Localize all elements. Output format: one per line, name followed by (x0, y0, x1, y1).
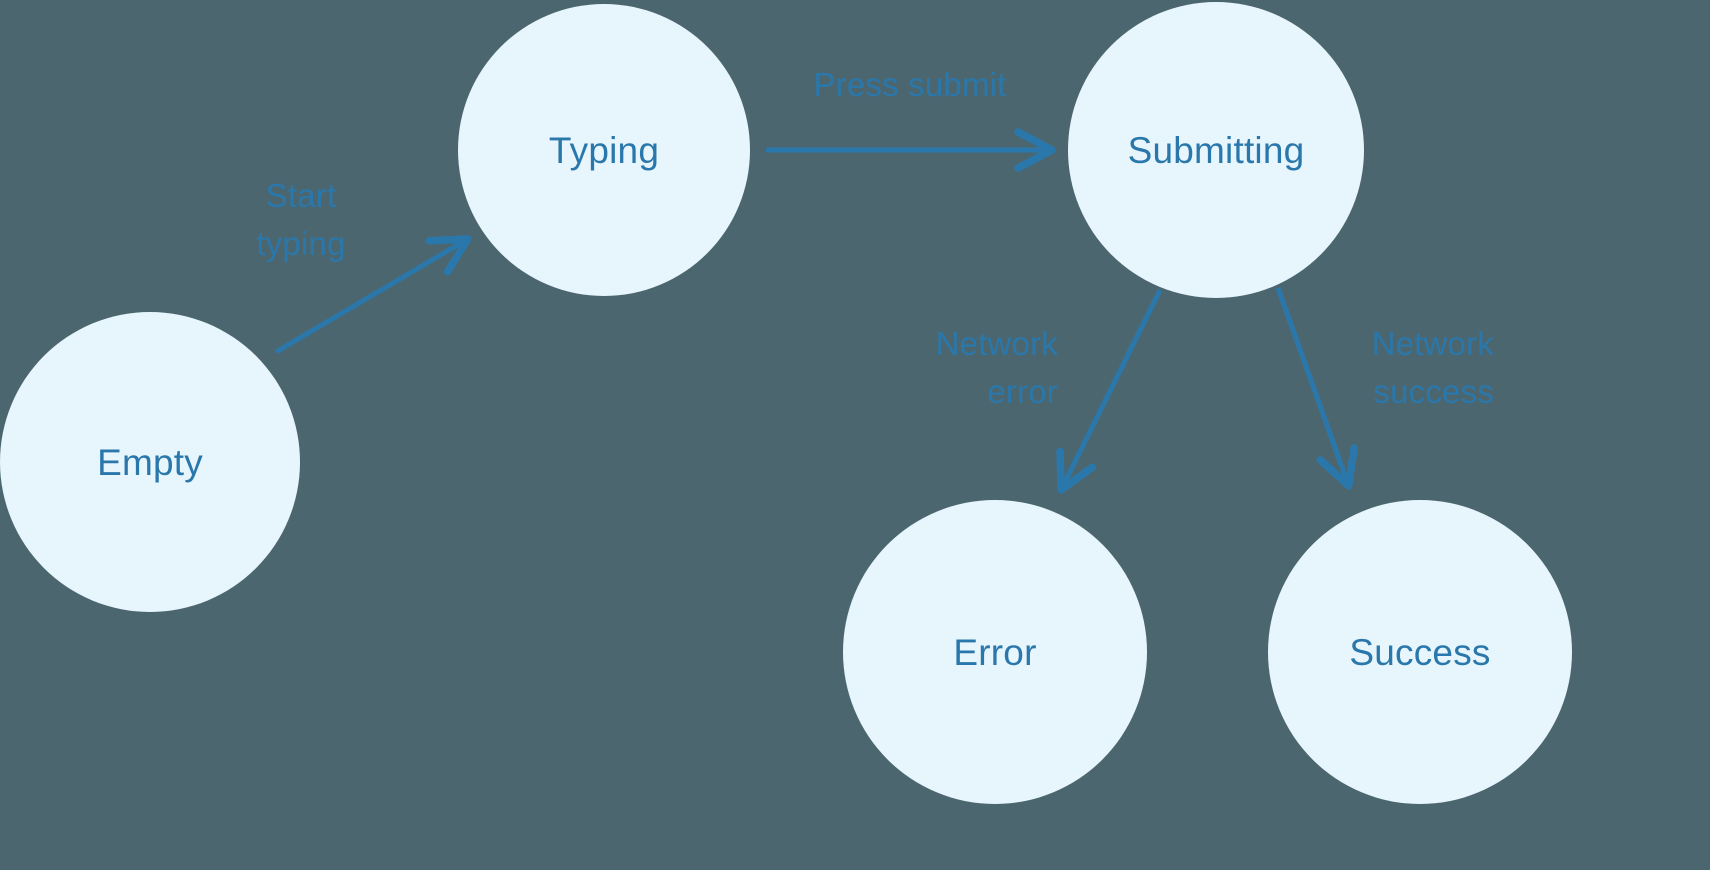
state-node-submitting[interactable]: Submitting (1068, 2, 1364, 298)
edge-start-typing (274, 235, 472, 355)
state-node-empty-label: Empty (97, 441, 203, 483)
state-node-success-label: Success (1349, 631, 1491, 673)
state-node-typing[interactable]: Typing (458, 4, 750, 296)
state-node-submitting-label: Submitting (1127, 129, 1305, 171)
edge-network-success (1275, 287, 1358, 490)
state-node-error-label: Error (953, 631, 1037, 673)
state-node-typing-label: Typing (548, 129, 660, 171)
state-node-empty[interactable]: Empty (0, 312, 300, 612)
state-node-error[interactable]: Error (843, 500, 1147, 804)
state-node-success[interactable]: Success (1268, 500, 1572, 804)
edge-network-error (1056, 288, 1163, 494)
